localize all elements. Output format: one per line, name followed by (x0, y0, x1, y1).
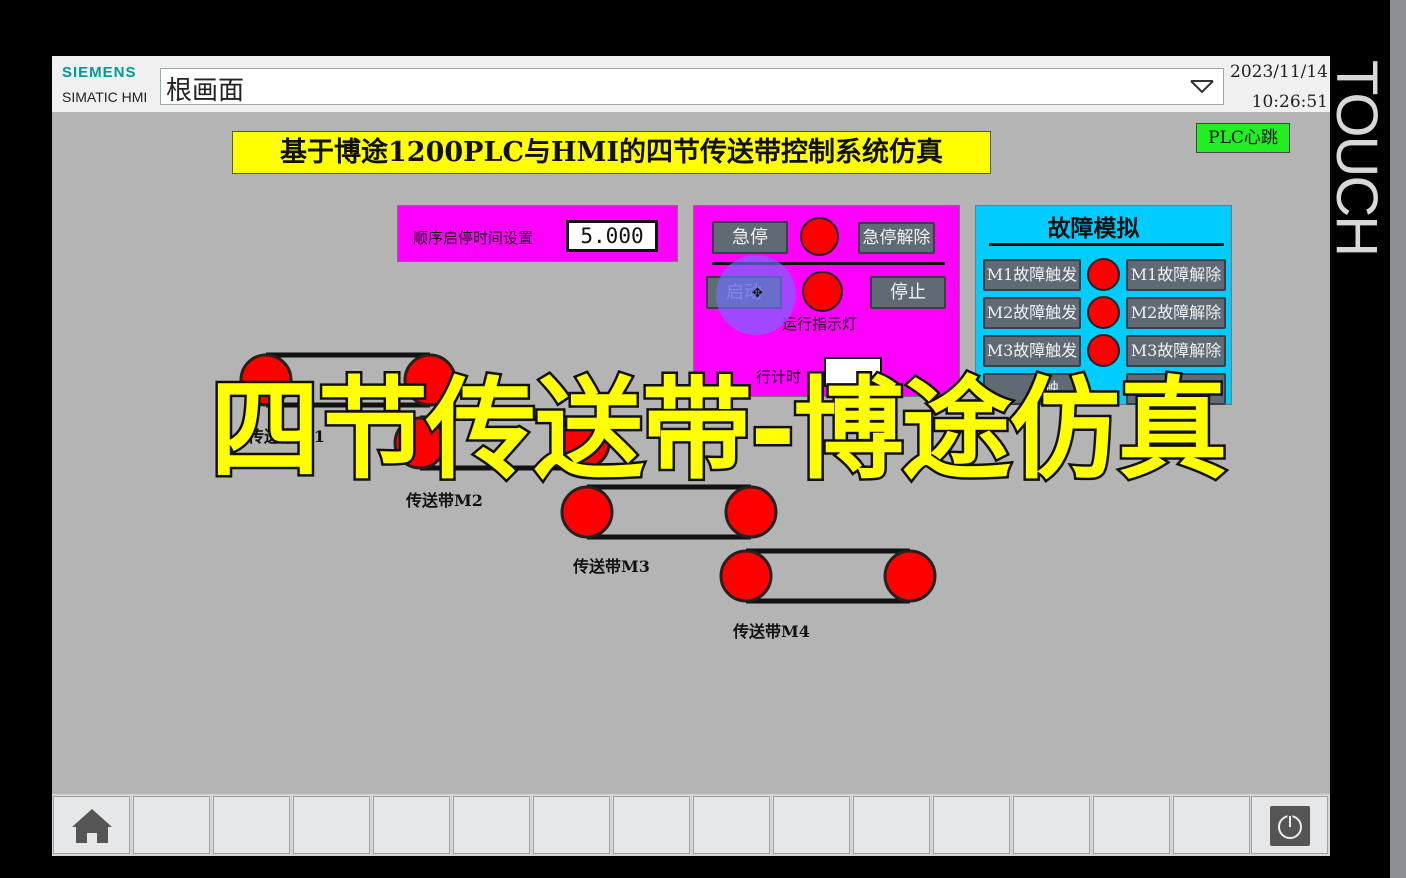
function-key-8[interactable] (693, 796, 770, 854)
belt-m2-label: 传送带M2 (406, 491, 483, 510)
runtime-label: 行计时 (756, 368, 802, 386)
emergency-release-button[interactable]: 急停解除 (858, 222, 935, 254)
m1-fault-lamp (1087, 258, 1120, 291)
belt-m1-label: 传送带M1 (248, 427, 325, 446)
chevron-down-icon[interactable] (1188, 76, 1216, 96)
function-key-10[interactable] (853, 796, 930, 854)
bezel-edge (1390, 0, 1406, 878)
m2-fault-trigger-button[interactable]: M2故障触发 (983, 297, 1081, 329)
home-icon (72, 809, 112, 843)
function-key-11[interactable] (933, 796, 1010, 854)
run-lamp-label: 运行指示灯 (782, 315, 858, 333)
m3-fault-release-button[interactable]: M3故障解除 (1126, 335, 1226, 367)
function-key-12[interactable] (1013, 796, 1090, 854)
sequence-time-label: 顺序启停时间设置 (413, 229, 534, 247)
conveyor-belt-m3 (560, 484, 778, 540)
m1-fault-release-button[interactable]: M1故障解除 (1126, 259, 1226, 291)
function-key-6[interactable] (533, 796, 610, 854)
hmi-screen (52, 56, 1330, 856)
stop-button[interactable]: 停止 (870, 276, 946, 309)
belt-m3-label: 传送带M3 (573, 557, 650, 576)
m4-fault-release-button[interactable]: M4故障 (1126, 373, 1226, 405)
function-key-13[interactable] (1093, 796, 1170, 854)
function-key-9[interactable] (773, 796, 850, 854)
fault-panel-title: 故障模拟 (1047, 215, 1140, 242)
plc-heartbeat-indicator: PLC心跳 (1196, 123, 1290, 153)
power-icon (1270, 806, 1310, 846)
function-key-5[interactable] (453, 796, 530, 854)
conveyor-belt-m4 (719, 548, 937, 604)
screen-selector[interactable] (160, 68, 1224, 105)
belt-m4-label: 传送带M4 (733, 622, 810, 641)
m3-fault-lamp (1087, 334, 1120, 367)
m1-fault-trigger-button[interactable]: M1故障触发 (983, 259, 1081, 291)
m3-fault-trigger-button[interactable]: M3故障触发 (983, 335, 1081, 367)
function-key-3[interactable] (293, 796, 370, 854)
home-button[interactable] (53, 796, 130, 854)
touch-indicator (716, 255, 796, 335)
m4-fault-trigger-button[interactable]: 触 (983, 373, 1081, 405)
siemens-logo: SIEMENS (62, 64, 137, 81)
page-title: 基于博途1200PLC与HMI的四节传送带控制系统仿真 (232, 131, 991, 174)
control-divider (712, 262, 945, 265)
power-button[interactable] (1251, 796, 1328, 854)
video-overlay-caption: 四节传送带-博途仿真 (208, 364, 1231, 497)
simatic-hmi-label: SIMATIC HMI (62, 89, 148, 105)
m2-fault-release-button[interactable]: M2故障解除 (1126, 297, 1226, 329)
bezel-strip (1330, 56, 1390, 878)
conveyor-belt-m1 (239, 352, 457, 408)
date-display: 2023/11/14 (1230, 62, 1328, 82)
fault-divider (989, 243, 1224, 246)
function-key-1[interactable] (133, 796, 210, 854)
emergency-stop-lamp (800, 217, 839, 256)
conveyor-belt-m2 (393, 415, 611, 471)
sequence-time-input[interactable]: 5.000 (566, 220, 658, 252)
screen-name: 根画面 (166, 76, 245, 106)
function-key-2[interactable] (213, 796, 290, 854)
time-display: 10:26:51 (1251, 92, 1328, 112)
m2-fault-lamp (1087, 296, 1120, 329)
function-key-7[interactable] (613, 796, 690, 854)
touch-brand-label: TOUCH (1324, 60, 1389, 256)
emergency-stop-button[interactable]: 急停 (712, 221, 788, 254)
function-key-14[interactable] (1173, 796, 1250, 854)
cursor-icon: ✥ (752, 286, 763, 301)
function-key-4[interactable] (373, 796, 450, 854)
run-indicator-lamp (802, 271, 843, 312)
runtime-field (824, 357, 882, 387)
